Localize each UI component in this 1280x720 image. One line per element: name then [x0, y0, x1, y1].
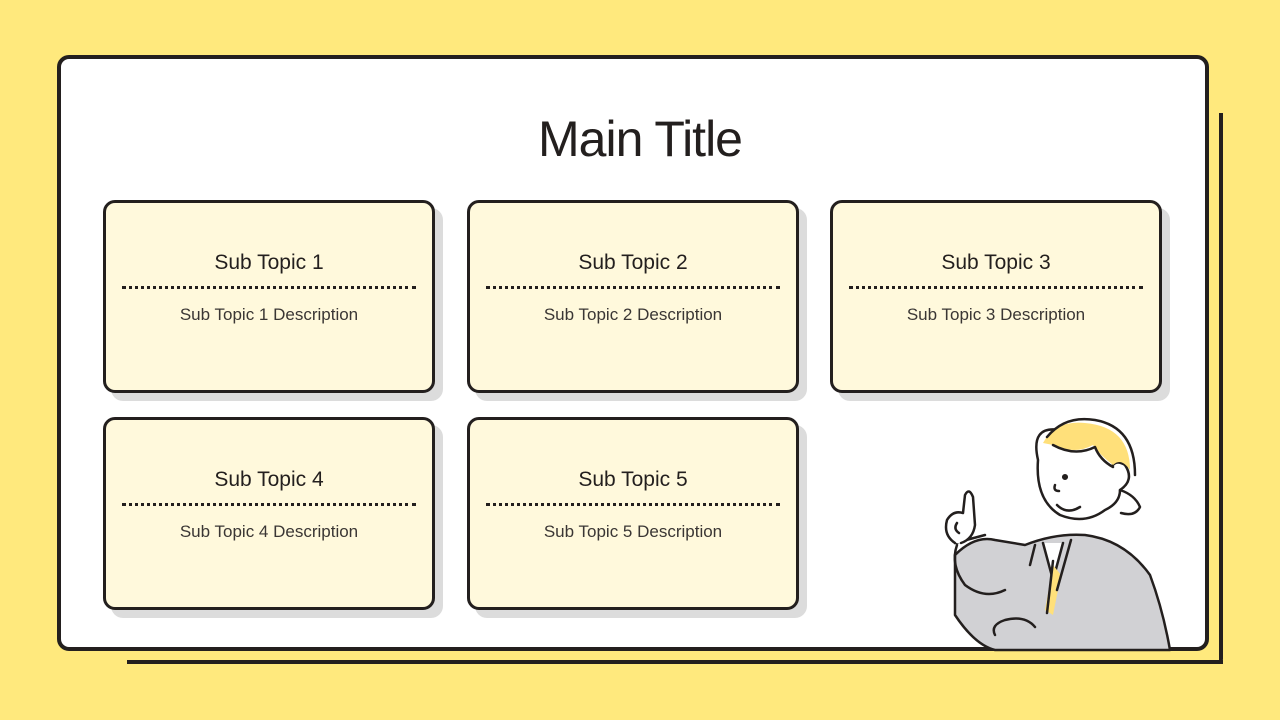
card-sub-topic-2: Sub Topic 2 Sub Topic 2 Description: [467, 200, 799, 393]
card-title: Sub Topic 2: [578, 251, 688, 274]
card-title: Sub Topic 4: [214, 468, 324, 491]
card-description: Sub Topic 2 Description: [543, 305, 723, 324]
card-description: Sub Topic 1 Description: [179, 305, 359, 324]
card-title: Sub Topic 5: [578, 468, 688, 491]
card-description: Sub Topic 3 Description: [906, 305, 1086, 324]
dotted-divider: [486, 503, 780, 506]
card-sub-topic-4: Sub Topic 4 Sub Topic 4 Description: [103, 417, 435, 610]
dotted-divider: [122, 286, 416, 289]
card-description: Sub Topic 4 Description: [179, 522, 359, 541]
main-title: Main Title: [538, 111, 743, 167]
card-sub-topic-3: Sub Topic 3 Sub Topic 3 Description: [830, 200, 1162, 393]
card-title: Sub Topic 3: [941, 251, 1051, 274]
card-sub-topic-1: Sub Topic 1 Sub Topic 1 Description: [103, 200, 435, 393]
card-title: Sub Topic 1: [214, 251, 324, 274]
dotted-divider: [486, 286, 780, 289]
dotted-divider: [122, 503, 416, 506]
card-sub-topic-5: Sub Topic 5 Sub Topic 5 Description: [467, 417, 799, 610]
dotted-divider: [849, 286, 1143, 289]
card-description: Sub Topic 5 Description: [543, 522, 723, 541]
frame-shadow-bottom: [127, 660, 1223, 664]
frame-shadow-right: [1219, 113, 1223, 663]
businessman-pointing-up-icon: [944, 417, 1172, 652]
